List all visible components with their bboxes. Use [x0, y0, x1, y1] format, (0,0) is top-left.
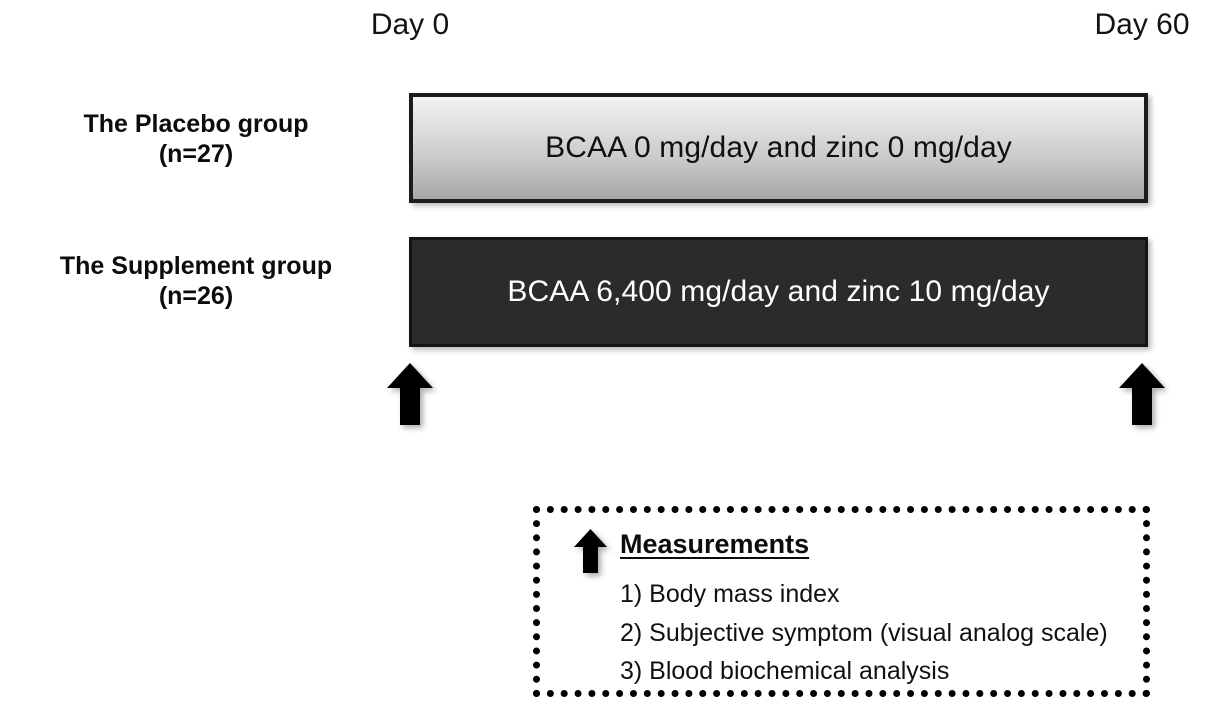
supplement-group-name: The Supplement group	[59, 252, 333, 280]
list-item: 3) Blood biochemical analysis	[620, 657, 950, 685]
list-item: 2) Subjective symptom (visual analog sca…	[620, 618, 1108, 647]
arrow-up-icon	[387, 363, 433, 425]
supplement-group-label: The Supplement group (n=26)	[0, 252, 392, 311]
supplement-intervention-bar: BCAA 6,400 mg/day and zinc 10 mg/day	[409, 237, 1148, 347]
measurements-title: Measurements	[620, 529, 810, 559]
placebo-group-n: (n=27)	[158, 139, 234, 168]
placebo-group-label: The Placebo group (n=27)	[0, 110, 392, 169]
arrow-up-icon	[1119, 363, 1165, 425]
list-item: 1) Body mass index	[620, 580, 840, 608]
timeline-end-label: Day 60	[1094, 8, 1190, 41]
supplement-intervention-text: BCAA 6,400 mg/day and zinc 10 mg/day	[507, 275, 1050, 308]
placebo-group-name: The Placebo group	[83, 110, 309, 138]
placebo-intervention-text: BCAA 0 mg/day and zinc 0 mg/day	[545, 131, 1012, 164]
placebo-intervention-bar: BCAA 0 mg/day and zinc 0 mg/day	[409, 93, 1148, 203]
measurements-list: 1) Body mass index 2) Subjective symptom…	[620, 575, 1108, 691]
timeline-start-label: Day 0	[370, 8, 450, 41]
supplement-group-n: (n=26)	[158, 281, 234, 310]
arrow-up-icon	[574, 529, 607, 573]
measurements-box: Measurements 1) Body mass index 2) Subje…	[533, 506, 1150, 697]
